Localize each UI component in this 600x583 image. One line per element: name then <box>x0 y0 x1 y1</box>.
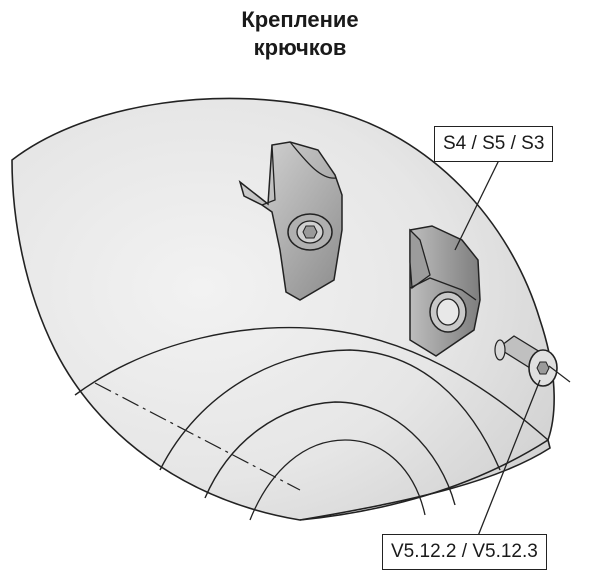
inner-arc-mid <box>159 349 501 471</box>
hook-upper <box>238 141 343 301</box>
leader-hook <box>454 157 501 251</box>
callout-screw-parts: V5.12.2 / V5.12.3 <box>382 534 547 570</box>
screw <box>494 335 571 387</box>
drum-body <box>11 97 555 521</box>
drum-edge <box>299 439 549 521</box>
diagram-title: Крепление крючков <box>0 6 600 62</box>
inner-arc-inner <box>204 401 456 506</box>
inner-arc-outer <box>74 326 549 441</box>
center-axis-line <box>94 382 301 491</box>
inner-arc-core <box>249 439 426 521</box>
title-line-1: Крепление <box>241 7 359 32</box>
hook-block <box>409 225 481 357</box>
callout-hook-parts: S4 / S5 / S3 <box>434 126 554 162</box>
leader-screw <box>477 379 541 537</box>
title-line-2: крючков <box>253 35 347 60</box>
